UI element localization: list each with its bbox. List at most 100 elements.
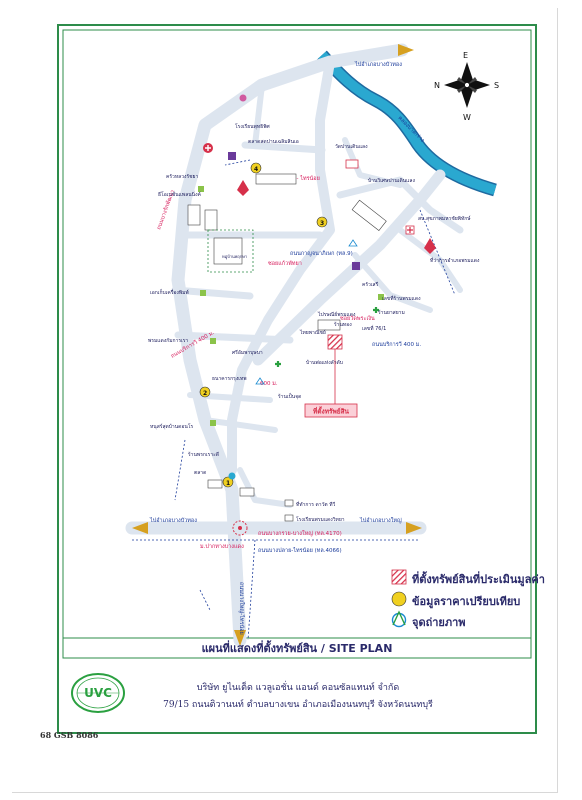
shop-icon [210,338,216,344]
comparables [199,162,328,488]
place-label: ศรีอัมพาบุษบา [232,349,263,356]
road-label-left: ไปอำเภอบางบัวทอง [149,517,197,524]
place-label: วัดปานเดินแลง [335,143,368,150]
bank-icon [352,262,360,270]
compass-e-label: S [494,81,499,90]
map-frame [62,29,532,639]
school-icon [284,514,294,522]
legend-item-comparable: ข้อมูลราคาเปรียบเทียบ [392,592,520,610]
comparable-label: 1 [226,480,230,487]
building-blocks [187,173,387,331]
place-label: ร้านเป็นจุด [278,392,302,400]
place-label: ที่ทำการ ดาวัต ทีวี [296,501,336,508]
view-point-icon [255,377,265,385]
shop-icon [378,294,384,300]
comparable-marker [199,386,211,398]
place-label: โรงเรียนพุทธิพิศ [235,123,270,130]
arrow-top-right [398,44,414,56]
legend-label: ที่ตั้งทรัพย์สินที่ประเมินมูลค่า [412,573,545,586]
arrow-right [406,522,422,534]
compass-w-label: N [434,81,440,90]
place-label: เลขที่ 76/1 [362,325,386,332]
footer-code: 68 GSB 8086 [40,730,99,740]
subject-property-marker [327,334,343,350]
legend-label: จุดถ่ายภาพ [412,616,466,629]
comparable-label: 2 [203,390,207,397]
arrow-down [234,630,246,646]
school-icon [228,152,236,160]
legend-subject-symbol [391,569,407,585]
road-label-soi-d: ถนนบริการวี 400 ม. [372,341,421,348]
place-label: ไปรษณีย์พรมแดง [317,311,356,318]
place-label: ร้านพรกเราะดี [188,451,219,458]
road-label-right: ไปอำเภอบางใหญ่ [359,517,402,524]
comparable-label: 4 [254,166,258,173]
arrow-left [132,522,148,534]
compass-n-label: E [463,51,468,60]
comparable-label: 3 [320,220,324,227]
temple-building-icon [345,159,359,169]
place-label: บ้านพ่อแห่งลำดับ [306,359,343,366]
road-label-vert: ถนนบางใหญ่-ไทรน้อย [238,582,245,635]
dashed-lines [132,159,456,641]
place-label: เลขที่ร้านพรมแดง [382,295,421,302]
place-label: ไทยพาณิชย์ [299,329,326,336]
pharmacy-icon [373,307,379,313]
company-name: บริษัท ยูไนเต็ด แวลูเอชั่น แอนด์ คอนซัลแ… [196,683,400,693]
place-label: ที่ว่าการอำเภอพรมแดง [430,257,480,264]
road-label-main-h2: ถนนบางปลาย-ไทรน้อย (ทล.4066) [258,547,342,554]
road-network [125,43,464,647]
map-title: แผนที่แสดงที่ตั้งทรัพย์สิน / SITE PLAN [201,642,393,655]
page-edge [12,8,558,793]
legend-item-viewpoint: จุดถ่ายภาพ [392,613,466,631]
place-label: ครัวเสรี [362,281,379,288]
pharmacy-icon [275,361,281,367]
shop-icon [200,290,206,296]
place-label: ร้านทอง [334,321,353,328]
place-label: ธนาคารกรุงเทพ [212,376,247,382]
shop-icon [210,420,216,426]
place-label: ตลาดสดปานเฉลิมสินเอ [248,138,299,145]
road-label-soi-b: ซอยวัดพระเงิน [340,315,375,322]
water-icon [228,472,236,480]
legend-comparable-symbol [391,591,407,607]
office-icon [284,499,294,507]
place-label: พรมแดงกัมการเรา [148,338,188,344]
road-label-dist: 600 ม. [260,381,278,387]
company-logo: UVC [71,673,125,713]
shop-icon [198,186,204,192]
road-label-top: ไปอำเภอบางบัวทอง [354,61,402,68]
road-label-ring: ถนนกาญจนาภิเษก (ทล.9) [290,250,353,257]
view-points [255,239,358,385]
logo-text: UVC [84,686,112,700]
road-arrows [132,44,422,646]
junction-marker [232,520,248,536]
market-icon [207,479,223,489]
temple-icon [237,180,249,196]
road-label-soi-a: ซอยแก้วพัทยา [268,260,302,267]
place-label: บ้านวิเศษปานเดินแลง [368,177,415,184]
village-boundary [207,229,254,273]
place-label: ร้านยาสยาม [378,309,405,316]
bank-icon [239,487,255,497]
subject-label: ที่ตั้งทรัพย์สิน [313,406,350,416]
place-label: ตลาด [194,470,206,476]
company-address: 79/15 ถนนติวานนท์ ตำบลบางเขน อำเภอเมืองน… [163,700,433,710]
road-label-main-h: ถนนบางกรวย-บางใหญ่ (ทล.4170) [258,530,342,537]
place-label: โรงเรียนพรมแดงวิทยา [296,516,345,523]
place-label: ครัวหลวงรัชยา [166,174,198,180]
temple-icon [424,238,436,254]
legend-label: ข้อมูลราคาเปรียบเทียบ [412,595,521,608]
subject-label-box [304,403,358,418]
view-point-icon [348,239,358,247]
comparable-marker [316,216,328,228]
river [318,51,497,195]
place-label: ธีโอเนชั่นแพลนนิ่งค์ [158,191,201,198]
comparable-marker [222,476,234,488]
place-label: หมู่บ้านพฤกษา [222,254,247,260]
compass-s-label: W [463,113,471,122]
place-label: สน.สุขภาพมหาชัยพิทักษ์ [418,215,471,222]
place-label: เอกเก็บเครื่องพิมพ์ [150,288,189,296]
junction-label: ม.ปากทางบางแดง [200,543,244,550]
